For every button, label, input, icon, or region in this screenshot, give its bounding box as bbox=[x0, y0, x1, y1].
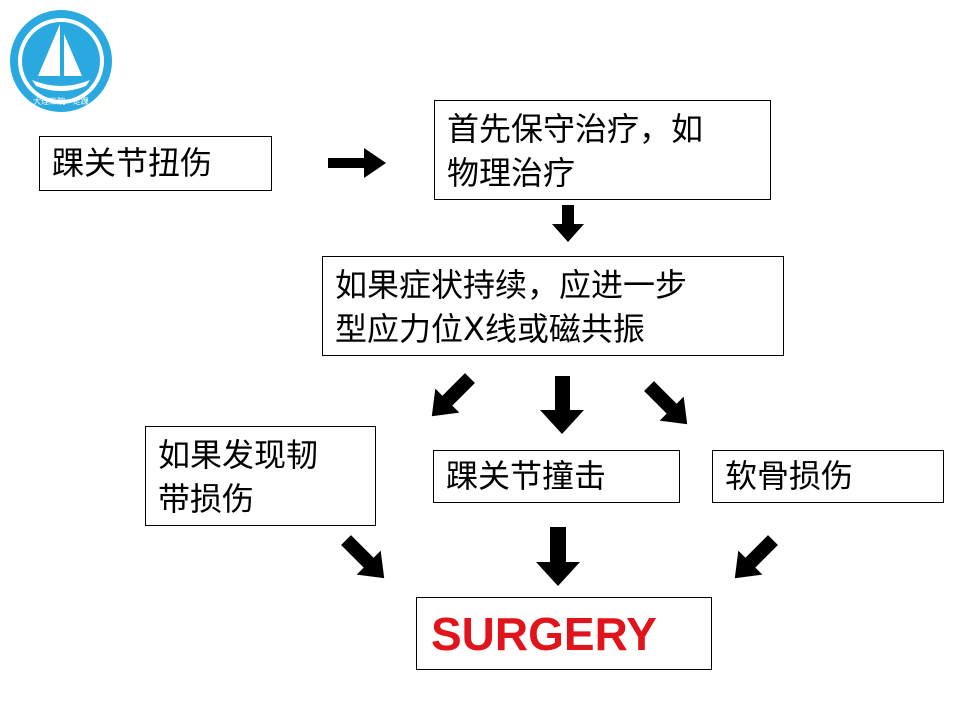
ligament-injury-box: 如果发现韧 带损伤 bbox=[145, 426, 376, 526]
persistent-line-1: 如果症状持续，应进一步 bbox=[335, 266, 688, 304]
arrow-down-2 bbox=[540, 376, 584, 434]
ankle-impingement-box: 踝关节撞击 bbox=[433, 450, 680, 503]
conservative-line-1: 首先保守治疗，如 bbox=[447, 110, 704, 148]
arrow-down-left-1 bbox=[431, 373, 475, 417]
conservative-treatment-box: 首先保守治疗，如 物理治疗 bbox=[434, 100, 771, 200]
arrow-down-right-1 bbox=[644, 381, 688, 425]
cartilage-injury-label: 软骨损伤 bbox=[725, 457, 854, 495]
surgery-box: SURGERY bbox=[416, 597, 712, 670]
arrow-down-1 bbox=[552, 205, 584, 242]
persistent-line-2: 型应力位X线或磁共振 bbox=[335, 310, 645, 348]
arrow-down-3 bbox=[536, 527, 580, 586]
cartilage-injury-box: 软骨损伤 bbox=[712, 450, 944, 503]
arrow-down-right-2 bbox=[341, 535, 385, 579]
ligament-line-2: 带损伤 bbox=[158, 480, 255, 518]
surgery-label: SURGERY bbox=[431, 608, 657, 660]
ligament-line-1: 如果发现韧 bbox=[158, 436, 319, 474]
persistent-symptoms-box: 如果症状持续，应进一步 型应力位X线或磁共振 bbox=[322, 256, 784, 356]
hospital-logo: 大连三院 · 足踝 bbox=[10, 10, 112, 112]
ankle-impingement-label: 踝关节撞击 bbox=[446, 457, 607, 495]
ankle-sprain-label: 踝关节扭伤 bbox=[52, 144, 213, 182]
arrow-down-left-2 bbox=[734, 535, 778, 579]
logo-text: 大连三院 · 足踝 bbox=[33, 96, 89, 106]
arrow-right bbox=[328, 148, 386, 178]
ankle-sprain-box: 踝关节扭伤 bbox=[39, 136, 272, 191]
conservative-line-2: 物理治疗 bbox=[447, 154, 576, 192]
